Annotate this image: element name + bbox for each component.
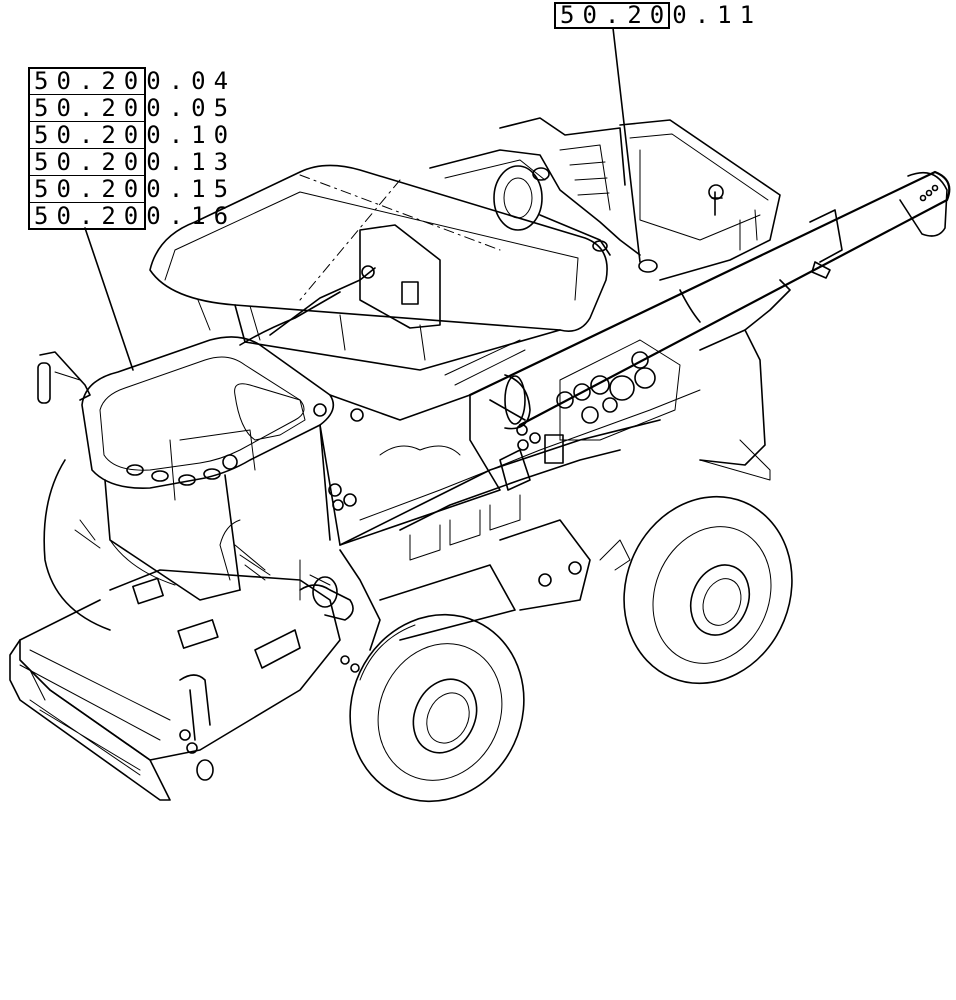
callout-left-4[interactable]: 50.200.13 bbox=[34, 148, 237, 176]
front-axle bbox=[340, 519, 591, 673]
leader-line-left bbox=[84, 227, 134, 371]
engine-deck bbox=[429, 117, 658, 273]
grain-tank bbox=[149, 164, 608, 386]
front-wheel bbox=[349, 613, 525, 803]
callout-top[interactable]: 50.200.11 bbox=[560, 1, 763, 29]
callout-left-1[interactable]: 50.200.04 bbox=[34, 67, 237, 95]
rear-platform bbox=[619, 119, 781, 281]
machine-body bbox=[313, 279, 791, 651]
cab bbox=[37, 336, 335, 601]
leader-line-top bbox=[612, 27, 641, 263]
feeder-house bbox=[9, 459, 354, 801]
unloading-auger bbox=[468, 170, 951, 430]
callout-left-5[interactable]: 50.200.15 bbox=[34, 175, 237, 203]
callout-left-2[interactable]: 50.200.05 bbox=[34, 94, 237, 122]
callout-left-6[interactable]: 50.200.16 bbox=[34, 202, 237, 230]
rear-wheel bbox=[599, 495, 793, 685]
callout-left-3[interactable]: 50.200.10 bbox=[34, 121, 237, 149]
